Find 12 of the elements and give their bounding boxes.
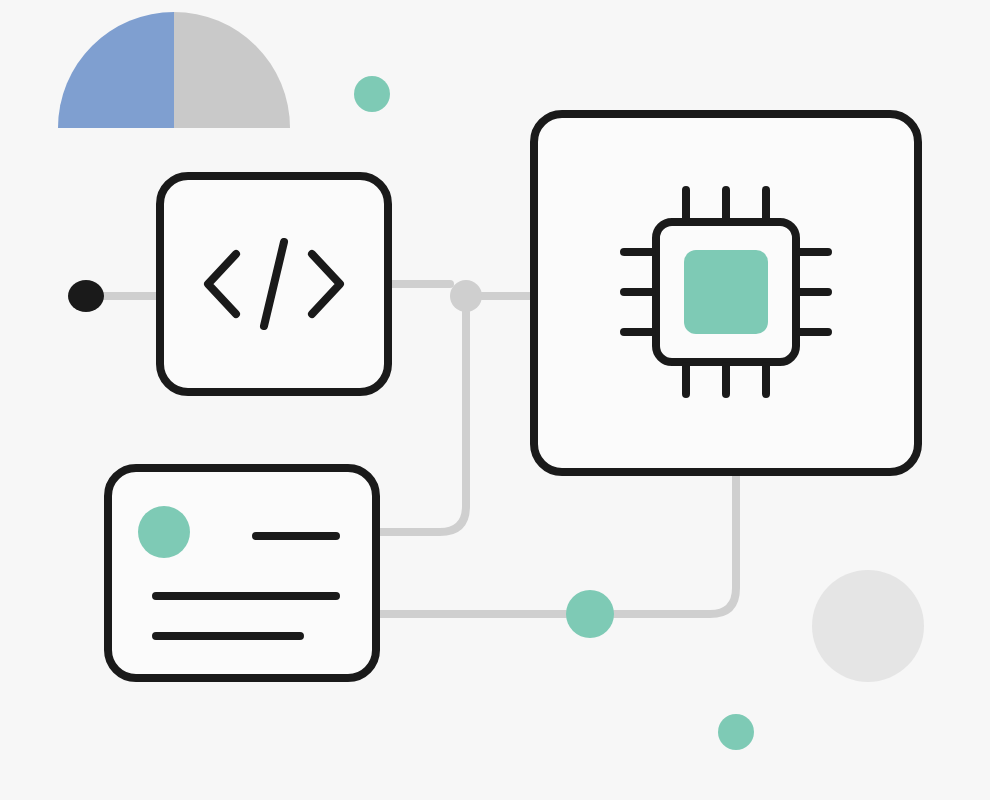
connector-line: [388, 280, 454, 288]
junction-dot: [450, 280, 482, 312]
processor-box: [530, 110, 922, 476]
connector-line: [376, 610, 570, 618]
card-box: [104, 464, 380, 682]
connector-line: [610, 472, 740, 618]
connector-line: [478, 292, 534, 300]
connector-line: [376, 308, 470, 536]
connector-line: [100, 292, 160, 300]
code-box: [156, 172, 392, 396]
connector-dot: [566, 590, 614, 638]
endpoint-dot: [68, 280, 104, 312]
